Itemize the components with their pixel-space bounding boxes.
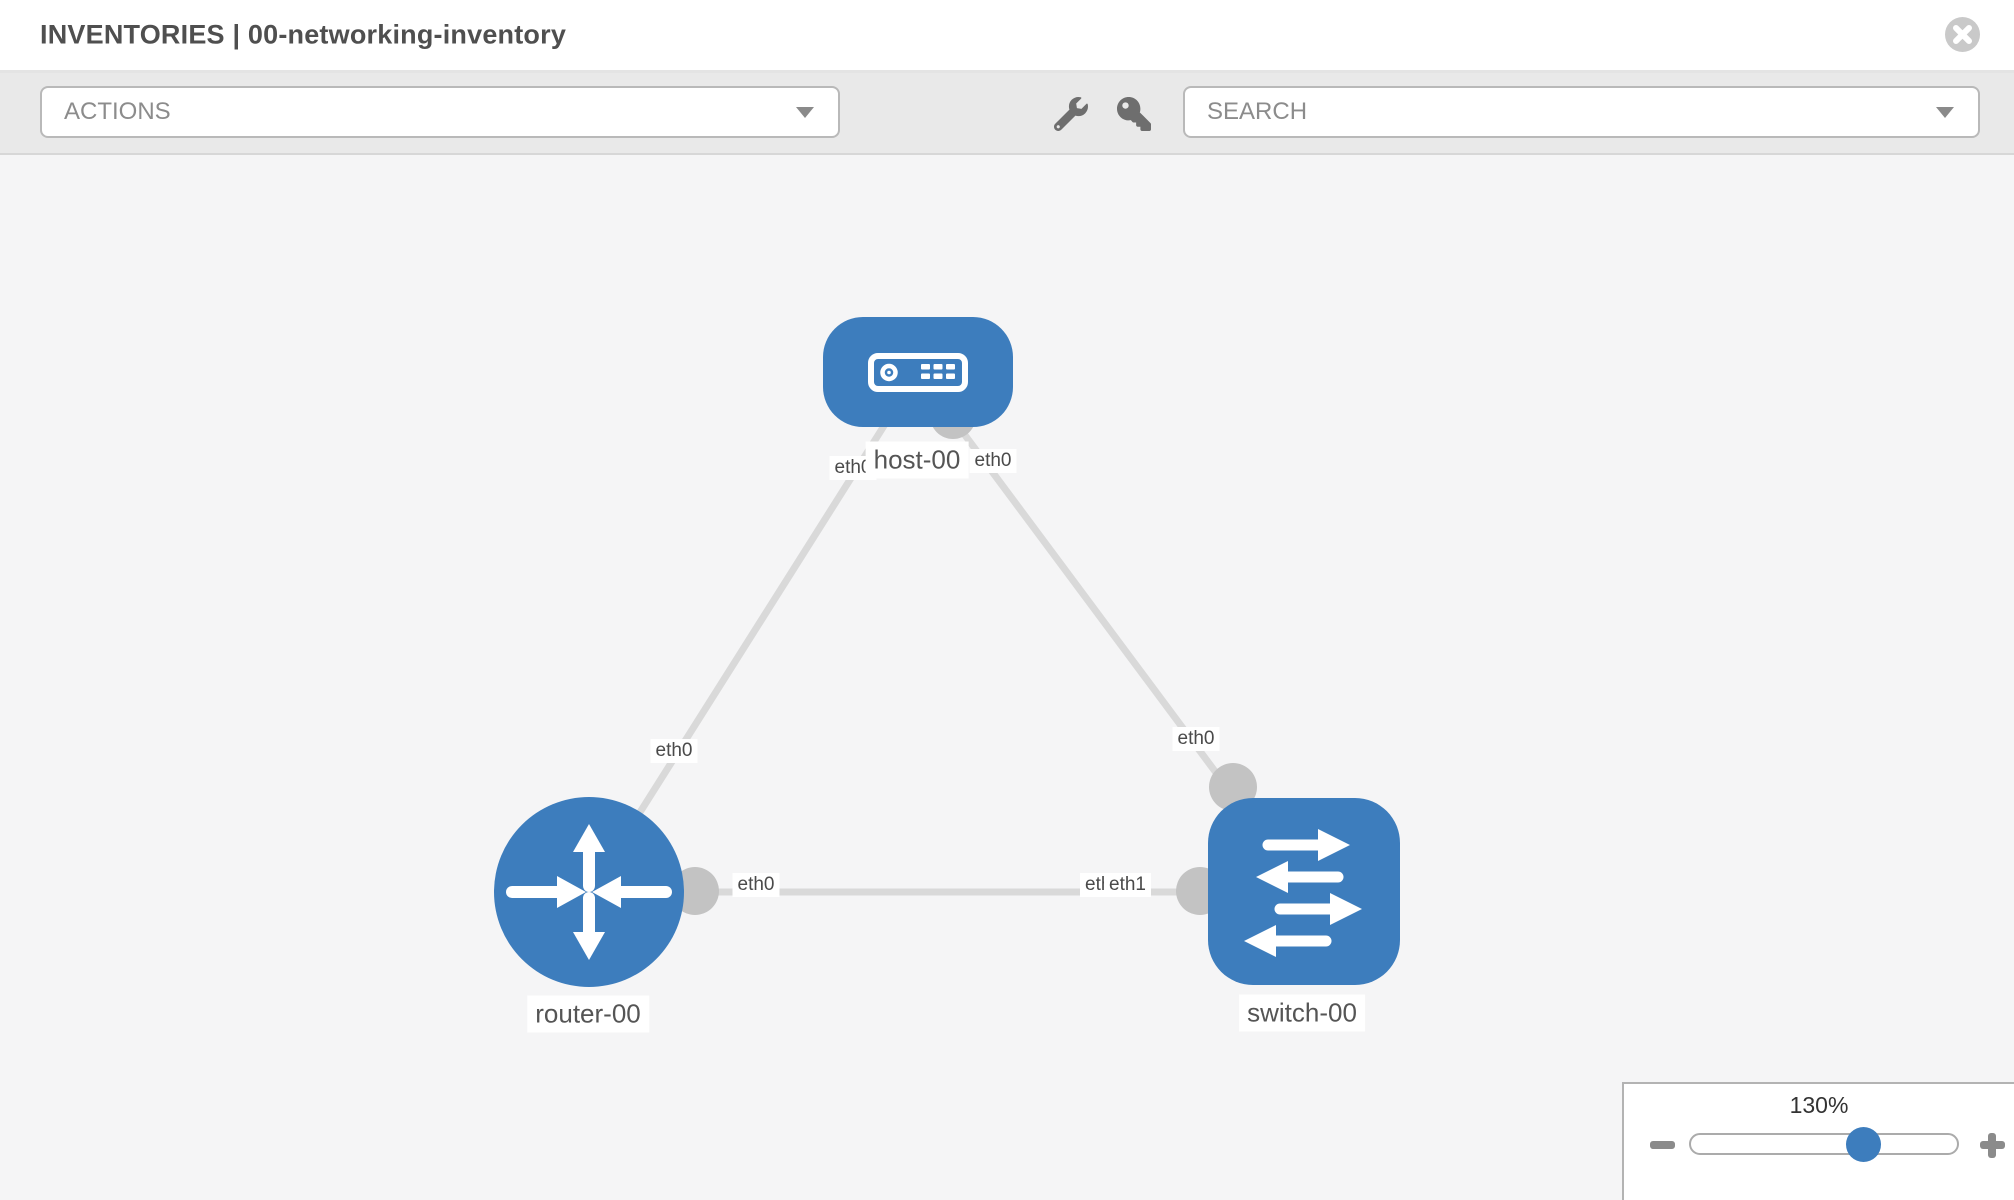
port-label-switch-eth1: eth1 [1104,873,1151,897]
router-arrows-icon [506,824,672,960]
port-label-host-eth0-right: eth0 [969,449,1017,473]
zoom-slider-thumb[interactable] [1846,1127,1881,1162]
chevron-down-icon [796,107,814,118]
switch-arrows-icon [1244,829,1362,957]
tools-button[interactable] [1049,95,1093,135]
node-switch-00[interactable] [1208,798,1400,985]
close-icon [1944,17,1981,56]
node-label-router: router-00 [527,995,649,1033]
search-dropdown[interactable] [1183,86,1980,138]
plus-icon-bar-v [1988,1132,1996,1158]
port-label-switch-eth0-top: eth0 [1172,727,1220,751]
node-router-00[interactable] [494,797,684,987]
node-label-host: host-00 [865,441,969,479]
minus-icon [1649,1141,1675,1149]
search-input[interactable] [1185,88,1978,136]
zoom-out-button[interactable] [1644,1132,1680,1158]
credentials-button[interactable] [1112,95,1156,135]
wrench-icon [1053,96,1088,134]
zoom-level-value: 130% [1789,1092,1849,1118]
server-icon [868,353,968,392]
zoom-slider-track[interactable] [1689,1133,1959,1155]
page-title: INVENTORIES | 00-networking-inventory [40,19,567,50]
actions-dropdown-label: ACTIONS [64,98,171,125]
close-button[interactable] [1944,16,1981,53]
zoom-in-button[interactable] [1974,1132,2010,1158]
node-label-switch: switch-00 [1239,994,1365,1032]
zoom-control-panel: 130% [1622,1082,2014,1200]
header-bar: INVENTORIES | 00-networking-inventory [0,0,2014,73]
actions-dropdown[interactable]: ACTIONS [40,86,840,138]
toolbar: ACTIONS [0,73,2014,155]
port-label-router-eth0-up: eth0 [650,739,698,763]
node-host-00[interactable] [823,317,1013,427]
chevron-down-icon [1936,107,1954,118]
port-label-router-eth0-right: eth0 [732,873,780,897]
key-icon [1117,96,1151,134]
